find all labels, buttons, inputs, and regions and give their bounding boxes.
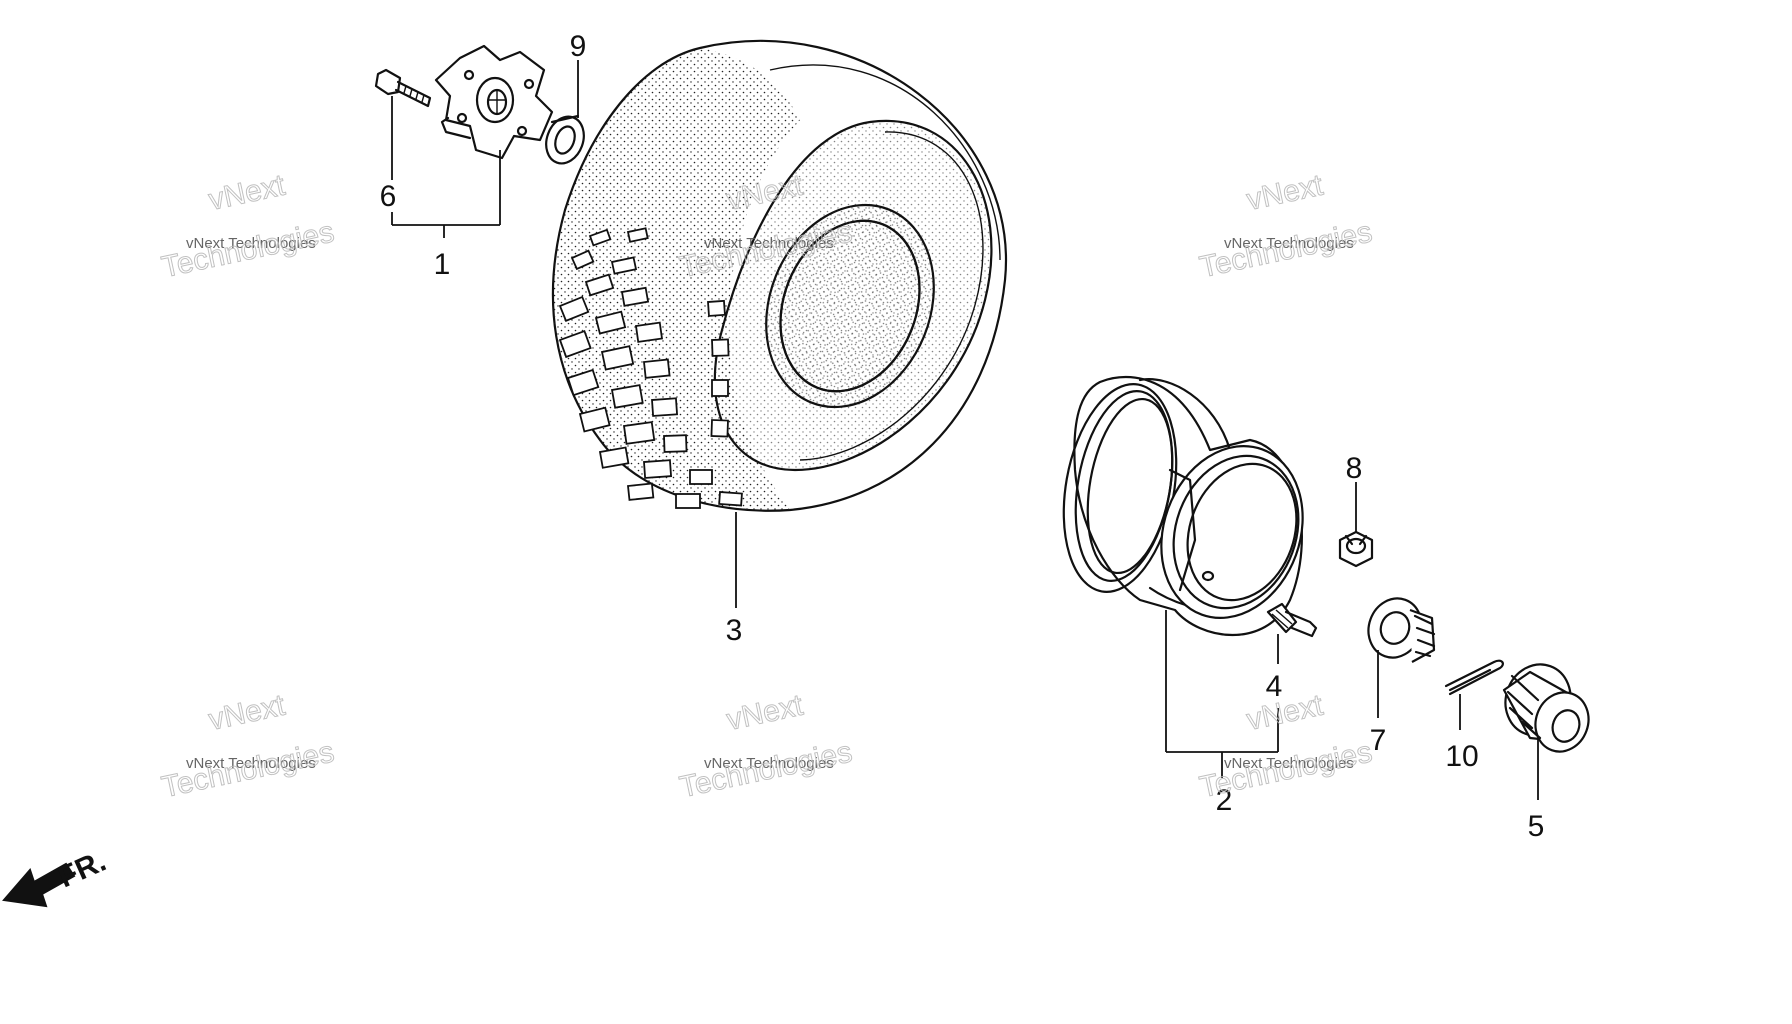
front-arrow-icon xyxy=(2,862,76,908)
svg-text:Technologies: Technologies xyxy=(1197,736,1375,805)
hub-bolt xyxy=(374,68,432,108)
callout-1: 1 xyxy=(434,248,451,281)
hub-assembly xyxy=(434,44,554,160)
callout-6: 6 xyxy=(380,180,397,213)
castle-nut xyxy=(1367,597,1436,663)
leader-lines xyxy=(391,60,1539,800)
watermark-3: vNext vNext Technologies Technologies xyxy=(1196,168,1375,285)
svg-text:vNext: vNext xyxy=(1244,169,1327,217)
front-label: FR. xyxy=(53,845,111,895)
valve-stem xyxy=(1266,602,1318,638)
tire xyxy=(551,39,1008,512)
svg-text:vNext Technologies: vNext Technologies xyxy=(704,755,834,772)
hub-cap xyxy=(1502,663,1590,753)
svg-text:vNext Technologies: vNext Technologies xyxy=(704,235,834,252)
svg-text:Technologies: Technologies xyxy=(159,736,337,805)
svg-text:vNext Technologies: vNext Technologies xyxy=(1224,755,1354,772)
svg-text:vNext Technologies: vNext Technologies xyxy=(186,235,316,252)
callout-2: 2 xyxy=(1216,784,1233,817)
callout-9: 9 xyxy=(570,30,587,63)
callout-4: 4 xyxy=(1266,670,1283,703)
tread-lugs xyxy=(558,227,743,509)
callout-3: 3 xyxy=(726,614,743,647)
wheel-rim xyxy=(1062,375,1304,636)
callout-7: 7 xyxy=(1370,724,1387,757)
callout-5: 5 xyxy=(1528,810,1545,843)
svg-text:vNext: vNext xyxy=(206,169,289,217)
callout-8: 8 xyxy=(1346,452,1363,485)
svg-text:vNext Technologies: vNext Technologies xyxy=(186,755,316,772)
front-direction-indicator: FR. xyxy=(2,845,111,908)
svg-text:vNext: vNext xyxy=(724,689,807,737)
svg-text:Technologies: Technologies xyxy=(159,216,337,285)
watermark-5: vNext vNext Technologies Technologies xyxy=(676,688,855,805)
svg-text:vNext: vNext xyxy=(206,689,289,737)
watermark-6: vNext vNext Technologies Technologies xyxy=(1196,688,1375,805)
watermark-1: vNext vNext Technologies Technologies xyxy=(158,168,337,285)
cap-nut xyxy=(1338,530,1374,568)
svg-text:Technologies: Technologies xyxy=(1197,216,1375,285)
svg-text:vNext: vNext xyxy=(1244,689,1327,737)
callout-labels: 6 1 9 3 4 8 7 10 2 5 xyxy=(380,30,1545,843)
cotter-pin xyxy=(1444,659,1504,696)
seal-washer xyxy=(545,114,585,165)
watermark-4: vNext vNext Technologies Technologies xyxy=(158,688,337,805)
svg-text:vNext Technologies: vNext Technologies xyxy=(1224,235,1354,252)
callout-10: 10 xyxy=(1445,740,1478,773)
svg-text:Technologies: Technologies xyxy=(677,736,855,805)
